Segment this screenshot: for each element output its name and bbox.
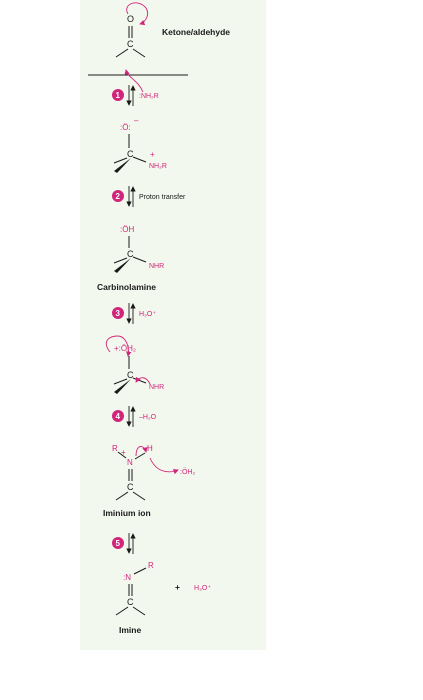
step-4-reagent: –H₂O (139, 414, 157, 421)
alkoxide-charge: – (134, 116, 139, 125)
tetrahedral-amine: NH₂R (149, 163, 167, 170)
protonated-carbon: C (127, 370, 134, 380)
iminium-hydrogen: H (147, 444, 153, 453)
iminium-r: R (112, 444, 118, 453)
oxonium-group: +:ÖH₂ (114, 344, 136, 353)
tetrahedral-carbon: C (127, 149, 134, 159)
carbinolamine-structure: :ÖH C NHR (113, 225, 164, 273)
step-3-number: 3 (116, 309, 121, 318)
protonated-carbinolamine: +:ÖH₂ C NHR (105, 335, 164, 394)
reaction-panel (80, 0, 266, 650)
iminium-carbon: C (127, 482, 134, 492)
carbinolamine-carbon: C (127, 249, 134, 259)
step-3-reagent: H₃O⁺ (139, 311, 156, 318)
imine-structure: :N R C (115, 561, 154, 616)
step-1-badge (112, 89, 124, 101)
step-2: 2 Proton transfer (112, 186, 186, 207)
step-4-badge (112, 410, 124, 422)
ketone-oxygen: O (127, 14, 134, 24)
step-1-number: 1 (116, 91, 121, 100)
hydronium-product: H₃O⁺ (194, 585, 211, 592)
iminium-structure: R + N H :ÖH₂ C (112, 444, 195, 501)
ketone-carbon: C (127, 39, 134, 49)
step-2-number: 2 (116, 192, 121, 201)
step-2-reagent: Proton transfer (139, 194, 186, 201)
iminium-label: Iminium ion (103, 508, 151, 518)
step-2-badge (112, 190, 124, 202)
step-5-number: 5 (116, 539, 121, 548)
carbinolamine-amine: NHR (149, 263, 164, 270)
step-1-reagent: :NH₂R (139, 93, 159, 100)
ketone-structure: O C (115, 2, 149, 58)
step-4-number: 4 (116, 412, 121, 421)
imine-carbon: C (127, 597, 134, 607)
step-3: 3 H₃O⁺ (112, 303, 156, 324)
protonated-amine: NHR (149, 384, 164, 391)
imine-label: Imine (119, 625, 141, 635)
step-3-badge (112, 307, 124, 319)
tetrahedral-intermediate: :Ö: – C + NH₂R (113, 116, 167, 173)
carbinolamine-hydroxyl: :ÖH (120, 225, 134, 234)
step-5-badge (112, 537, 124, 549)
imine-nitrogen: :N (123, 573, 131, 582)
iminium-charge: + (121, 448, 126, 457)
step-1: 1 :NH₂R (112, 69, 159, 106)
leaving-water: :ÖH₂ (180, 468, 195, 476)
ammonium-charge: + (150, 150, 155, 159)
step-4: 4 –H₂O (112, 406, 157, 427)
imine-r: R (148, 561, 154, 570)
carbinolamine-label: Carbinolamine (97, 282, 156, 292)
iminium-nitrogen: N (127, 458, 133, 467)
plus-sign: + (175, 582, 180, 592)
ketone-aldehyde-label: Ketone/aldehyde (162, 27, 230, 37)
alkoxide-oxygen: :Ö: (120, 123, 131, 132)
step-5: 5 (112, 533, 136, 554)
